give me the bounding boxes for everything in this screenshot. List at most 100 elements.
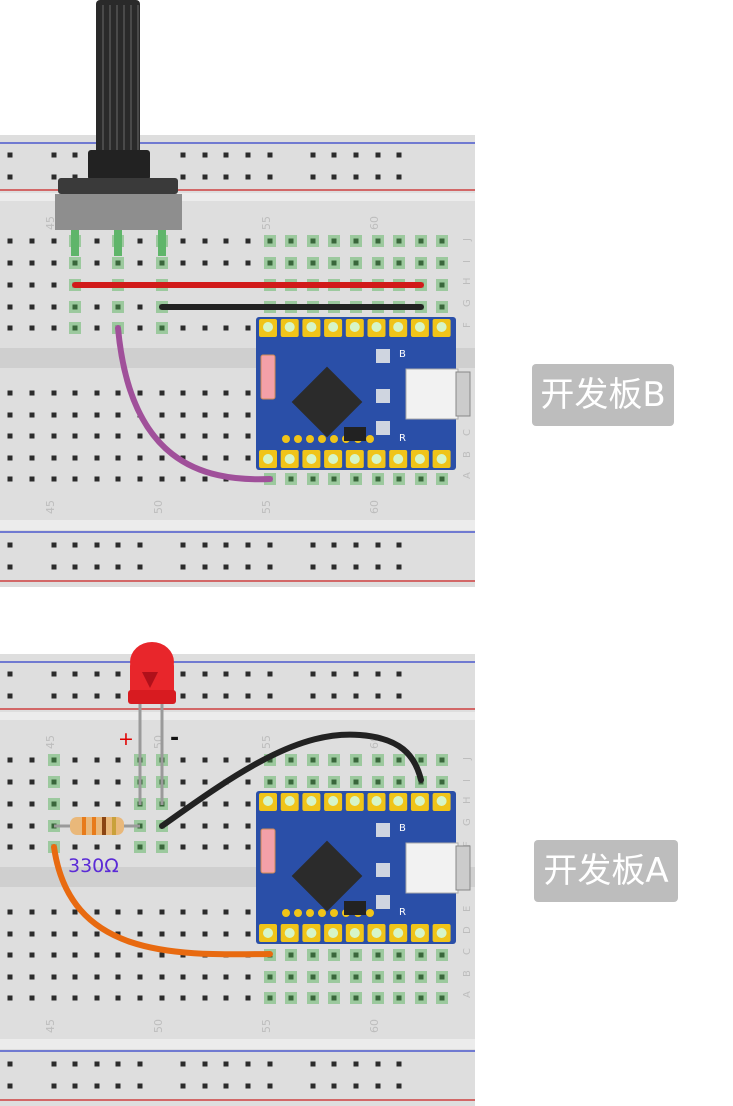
rail-hole (223, 1083, 229, 1089)
rail-hole (353, 671, 359, 677)
small-pad (282, 909, 290, 917)
mcu-chip (291, 840, 363, 912)
active-hole (350, 473, 362, 485)
breadboard-hole (115, 952, 121, 958)
active-hole (372, 754, 384, 766)
breadboard-hole (7, 952, 13, 958)
active-hole (350, 949, 362, 961)
rail-hole (396, 152, 402, 158)
rail-hole (94, 693, 100, 699)
small-pad (318, 435, 326, 443)
row-letter: B (462, 970, 473, 977)
rail-hole (51, 671, 57, 677)
active-hole (307, 473, 319, 485)
breadboard-hole (223, 433, 229, 439)
pin-hole (393, 796, 404, 806)
usb-connector (405, 842, 459, 894)
small-pad (294, 435, 302, 443)
breadboard-hole (7, 282, 13, 288)
active-hole (328, 992, 340, 1004)
breadboard-hole (72, 325, 78, 331)
breadboard-hole (94, 260, 100, 266)
rail-hole (375, 564, 381, 570)
rail-hole (375, 1061, 381, 1067)
breadboard-hole (288, 974, 294, 980)
rail-hole (180, 1061, 186, 1067)
rail-hole (51, 564, 57, 570)
active-hole (372, 235, 384, 247)
rail-hole (310, 693, 316, 699)
rail-hole (72, 542, 78, 548)
breadboard-hole (94, 779, 100, 785)
breadboard-hole (439, 757, 445, 763)
row-letter: J (462, 757, 473, 761)
breadboard-hole (202, 823, 208, 829)
resistor-band (102, 817, 106, 835)
breadboard-hole (267, 238, 273, 244)
rail-hole (202, 1061, 208, 1067)
row-letter: G (462, 299, 473, 307)
breadboard-hole (115, 779, 121, 785)
rail-hole (115, 671, 121, 677)
breadboard-hole (7, 974, 13, 980)
breadboard-hole (159, 952, 165, 958)
row-letter: D (462, 926, 473, 934)
breadboard-hole (245, 974, 251, 980)
breadboard-hole (94, 801, 100, 807)
breadboard-hole (137, 931, 143, 937)
breadboard-hole (180, 931, 186, 937)
breadboard-hole (51, 325, 57, 331)
row-letter: H (462, 277, 473, 285)
active-hole (436, 992, 448, 1004)
rail-hole (223, 671, 229, 677)
rail-hole (137, 1083, 143, 1089)
active-hole (372, 971, 384, 983)
button-r (376, 895, 390, 909)
breadboard-hole (439, 260, 445, 266)
active-hole (436, 257, 448, 269)
breadboard-hole (439, 238, 445, 244)
breadboard-hole (72, 952, 78, 958)
rail-hole (72, 152, 78, 158)
breadboard-hole (137, 455, 143, 461)
breadboard-hole (7, 909, 13, 915)
mcu-chip (291, 366, 363, 438)
small-pad (306, 909, 314, 917)
breadboard-hole (353, 260, 359, 266)
rail-hole (353, 1083, 359, 1089)
rail-hole (137, 542, 143, 548)
breadboard-hole (7, 304, 13, 310)
pot-nut (88, 150, 150, 180)
breadboard-hole (159, 325, 165, 331)
column-number: 45 (44, 500, 57, 514)
rail-hole (202, 671, 208, 677)
rail-hole (115, 1083, 121, 1089)
active-hole (264, 992, 276, 1004)
breadboard-hole (396, 238, 402, 244)
breadboard-hole (137, 476, 143, 482)
row-letter: I (462, 779, 473, 782)
rail-hole (245, 671, 251, 677)
pin-hole (263, 796, 273, 806)
led-rim (128, 690, 176, 704)
breadboard-hole (7, 779, 13, 785)
rail-hole (310, 152, 316, 158)
usb-tab (455, 371, 471, 417)
breadboard-hole (137, 974, 143, 980)
breadboard-hole (202, 995, 208, 1001)
rail-hole (94, 542, 100, 548)
pin-hole (306, 928, 317, 938)
active-hole (328, 257, 340, 269)
rail-hole (202, 564, 208, 570)
breadboard-hole (245, 390, 251, 396)
breadboard-hole (418, 260, 424, 266)
active-hole (156, 257, 168, 269)
rail-hole (331, 542, 337, 548)
active-hole (372, 473, 384, 485)
breadboard-hole (159, 909, 165, 915)
resistor-value-label: 330Ω (68, 855, 119, 877)
pin-hole (414, 928, 425, 938)
active-hole (372, 776, 384, 788)
breadboard-hole (159, 995, 165, 1001)
